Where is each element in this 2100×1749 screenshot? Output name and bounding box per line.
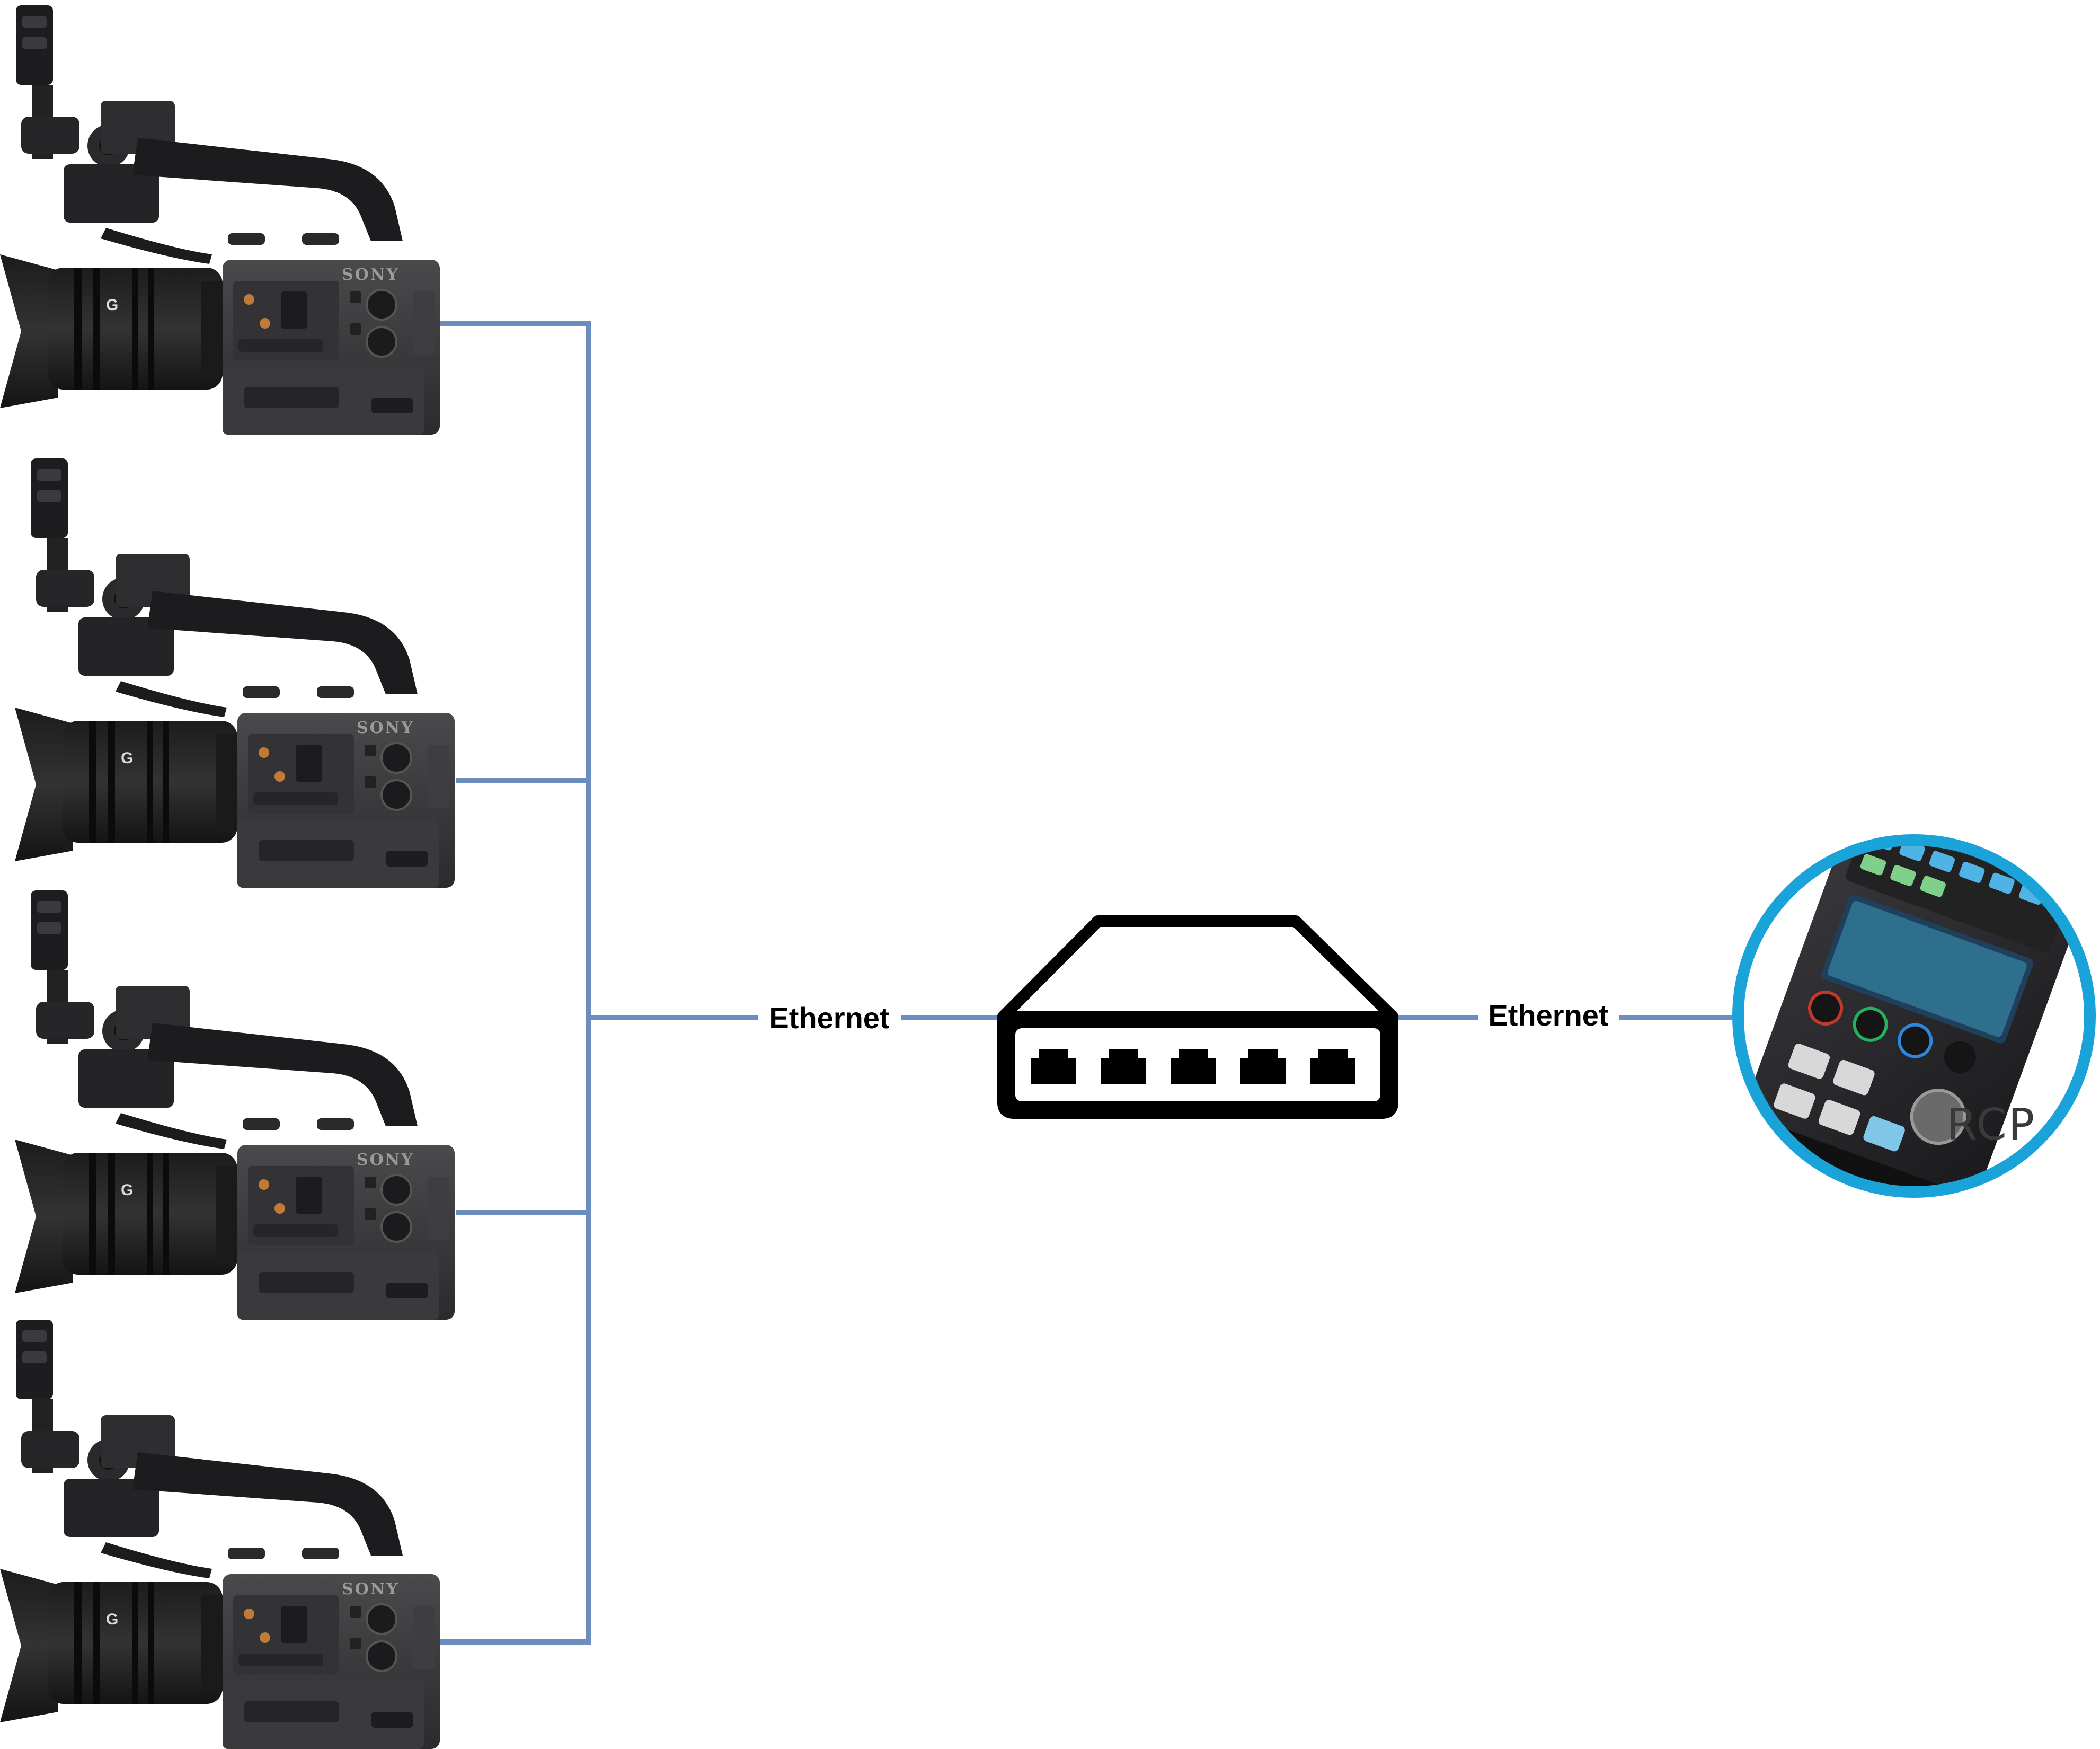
network-switch-icon: [997, 915, 1398, 1119]
rcp-device: RCP: [1732, 834, 2096, 1198]
camera-4: [0, 1319, 441, 1749]
camera-1: [0, 4, 441, 436]
camera-3: [14, 889, 456, 1321]
rcp-ring: [1732, 834, 2096, 1198]
rcp-label: RCP: [1947, 1100, 2036, 1150]
switch-ports: [1031, 1049, 1355, 1084]
camera-1-link: [440, 321, 591, 1018]
ethernet-wiring: [440, 321, 1738, 1645]
right-ethernet-label: Ethernet: [1488, 999, 1608, 1032]
left-ethernet-label: Ethernet: [769, 1001, 889, 1035]
camera-4-link: [440, 1018, 591, 1645]
camera-2: [14, 457, 456, 889]
